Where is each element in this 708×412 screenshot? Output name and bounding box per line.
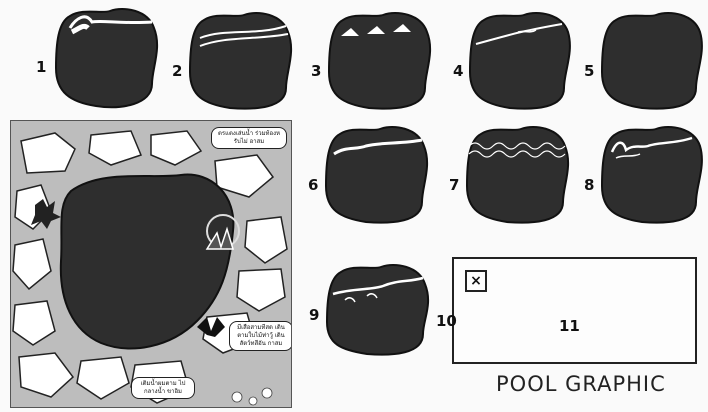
callout-bottom: เติมน้ำผมตาม ไปกลางน้ำ ขาอิม bbox=[131, 377, 195, 399]
label-6: 6 bbox=[308, 176, 318, 194]
label-2: 2 bbox=[172, 62, 182, 80]
pool-variant-9 bbox=[323, 262, 431, 358]
label-8: 8 bbox=[584, 176, 594, 194]
label-9: 9 bbox=[309, 306, 319, 324]
label-4: 4 bbox=[453, 62, 463, 80]
pool-variant-2 bbox=[186, 10, 294, 112]
pool-variant-3 bbox=[325, 10, 433, 112]
callout-top-right: ตรแตงเส่นน้ำ ร่วมท้องหรับไม่ อาสม bbox=[211, 127, 287, 149]
label-3: 3 bbox=[311, 62, 321, 80]
label-7: 7 bbox=[449, 176, 459, 194]
pool-variant-6 bbox=[322, 124, 430, 226]
pool-variant-5 bbox=[598, 10, 704, 112]
callout-mid-right: มีเสือสามทีสด เดินตามใบไม้ท่าวู้ เดินสัต… bbox=[229, 321, 292, 351]
pool-graphic-title: POOL GRAPHIC bbox=[496, 372, 666, 396]
pool-variant-4 bbox=[466, 10, 572, 112]
pool-scene-illustration: ตรแตงเส่นน้ำ ร่วมท้องหรับไม่ อาสม มีเสือ… bbox=[10, 120, 292, 408]
legend-box bbox=[452, 257, 697, 364]
pool-variant-7 bbox=[463, 124, 571, 226]
pool-scene-drawing bbox=[11, 121, 292, 408]
label-11: 11 bbox=[559, 317, 580, 335]
label-10: 10 bbox=[436, 312, 457, 330]
pool-variant-8 bbox=[598, 124, 704, 226]
flower-icon bbox=[232, 388, 272, 405]
label-1: 1 bbox=[36, 58, 46, 76]
label-5: 5 bbox=[584, 62, 594, 80]
pool-variant-1 bbox=[52, 6, 160, 111]
close-icon: × bbox=[465, 270, 487, 292]
